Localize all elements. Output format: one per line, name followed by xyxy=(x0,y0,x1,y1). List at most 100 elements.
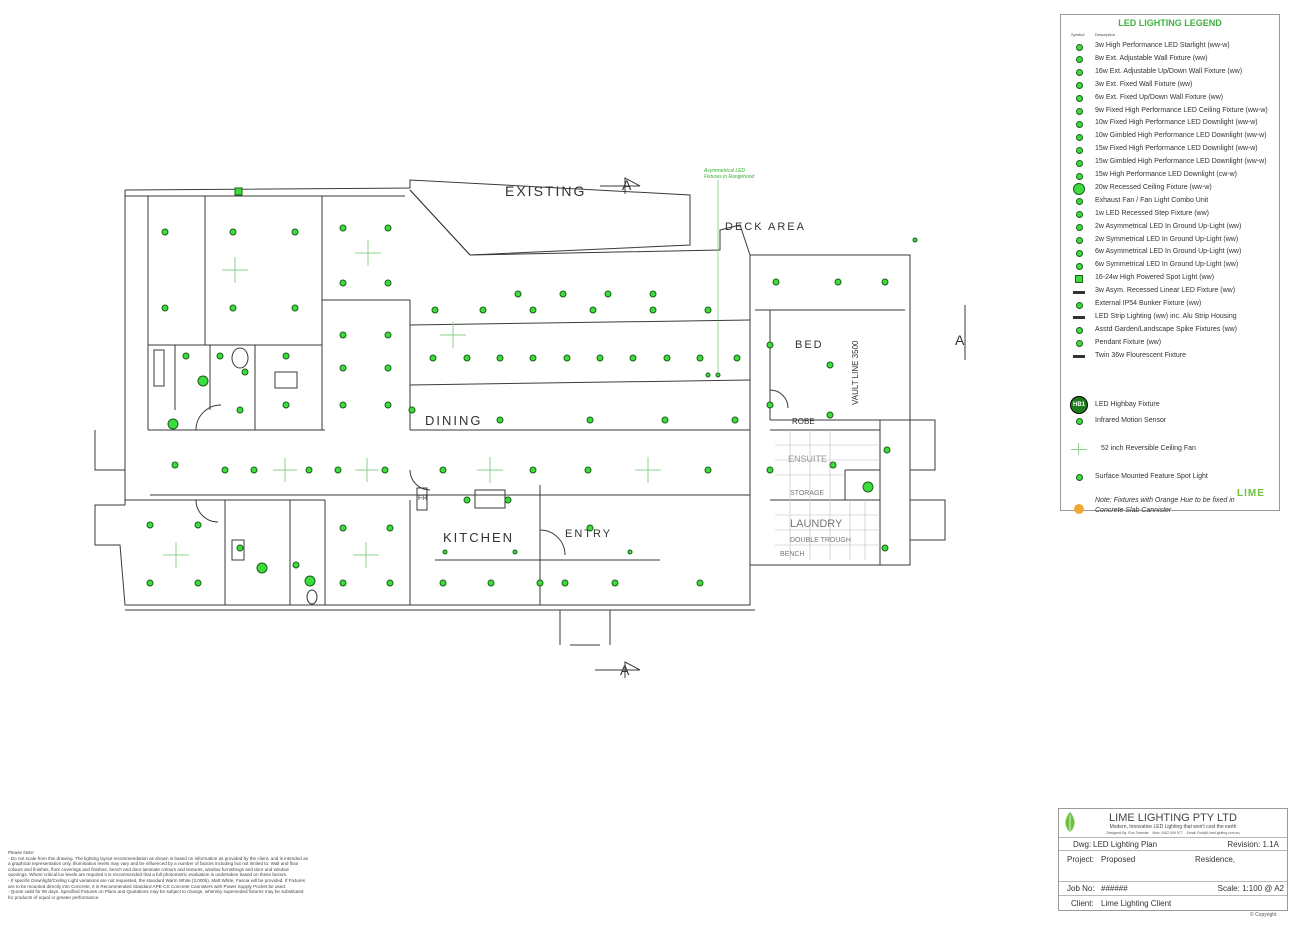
ceiling-fan-icon xyxy=(1071,443,1087,455)
company-tagline: Modern, Innovative LED Lighting that won… xyxy=(1109,824,1237,830)
scale: Scale: 1:100 @ A2 xyxy=(1217,884,1284,893)
legend-item-label: 16-24w High Powered Spot Light (ww) xyxy=(1095,274,1215,282)
designed-by: Designed By: Rob Tweedie xyxy=(1106,831,1149,835)
legend-extra-label: Surface Mounted Feature Spot Light xyxy=(1095,473,1208,480)
downlight-icon xyxy=(339,279,347,287)
legend-item: 16w Ext. Adjustable Up/Down Wall Fixture… xyxy=(1061,67,1281,79)
wall-fixture-icon xyxy=(1075,82,1083,90)
downlight-icon xyxy=(772,278,780,286)
lime-leaf-icon xyxy=(1065,812,1075,832)
fan-light-combo-icon xyxy=(862,481,874,493)
downlight-icon xyxy=(229,304,237,312)
label-deck-area: DECK AREA xyxy=(725,221,806,233)
legend-item: Asstd Garden/Landscape Spike Fixtures (w… xyxy=(1061,325,1281,337)
downlight-icon xyxy=(161,304,169,312)
downlight-icon xyxy=(291,304,299,312)
downlight-icon xyxy=(514,290,522,298)
ceiling-fan-icon xyxy=(355,240,381,266)
downlight-icon xyxy=(834,278,842,286)
downlight-icon xyxy=(339,524,347,532)
legend-item-label: 16w Ext. Adjustable Up/Down Wall Fixture… xyxy=(1095,67,1243,75)
downlight-icon xyxy=(881,278,889,286)
label-bed: BED xyxy=(795,339,824,351)
legend-extra-item: 52 inch Reversible Ceiling Fan xyxy=(1061,439,1281,459)
downlight-icon xyxy=(250,466,258,474)
asym-note-line1: Asymmetrical LED xyxy=(703,168,746,174)
downlight-icon xyxy=(282,401,290,409)
project-value: Proposed xyxy=(1101,855,1136,864)
downlight-icon xyxy=(826,411,834,419)
client-label: Client: xyxy=(1071,899,1094,908)
pendant-icon xyxy=(504,496,512,504)
downlight-icon xyxy=(384,331,392,339)
downlight-icon xyxy=(384,279,392,287)
mobile: Mob: 0402 099 577 xyxy=(1152,831,1183,835)
downlight-icon xyxy=(584,466,592,474)
legend-item: 3w Asym. Recessed Linear LED Fixture (ww… xyxy=(1061,286,1281,298)
fan-combo-icon xyxy=(1075,198,1083,206)
downlight-icon xyxy=(529,354,537,362)
legend-item: 20w Recessed Ceiling Fixture (ww-w) xyxy=(1061,182,1281,195)
downlight-icon xyxy=(705,372,711,378)
downlight-icon xyxy=(704,306,712,314)
downlight-icon xyxy=(439,579,447,587)
downlight-icon xyxy=(596,354,604,362)
legend-note-line2: Concrete Slab Cannister xyxy=(1095,507,1172,514)
fan-light-combo-icon xyxy=(197,375,209,387)
label-trough: DOUBLE TROUGH xyxy=(790,537,851,544)
legend-extra-label: 52 inch Reversible Ceiling Fan xyxy=(1101,445,1196,452)
spot-light-icon xyxy=(234,187,243,196)
legend-item-label: 3w High Performance LED Starlight (ww-w) xyxy=(1095,42,1230,49)
downlight-icon xyxy=(487,579,495,587)
legend-item-label: 15w Gimbled High Performance LED Downlig… xyxy=(1095,158,1267,166)
legend-item-label: 1w LED Recessed Step Fixture (ww) xyxy=(1095,209,1209,217)
dot-icon xyxy=(1075,43,1083,51)
label-entry: ENTRY xyxy=(565,528,612,540)
motion-sensor-icon xyxy=(1075,417,1083,425)
legend-item: 2w Symmetrical LED In Ground Up-Light (w… xyxy=(1061,235,1281,247)
dot-icon xyxy=(1075,120,1083,128)
downlight-icon xyxy=(334,466,342,474)
downlight-icon xyxy=(627,549,633,555)
highbay-icon: HB1 xyxy=(1070,396,1088,414)
legend-item: Twin 36w Flourescent Fixture xyxy=(1061,351,1281,363)
downlight-icon xyxy=(715,372,721,378)
legend-item-label: 6w Symmetrical LED In Ground Up-Light (w… xyxy=(1095,261,1239,269)
downlight-icon xyxy=(221,466,229,474)
downlight-icon xyxy=(829,461,837,469)
legend-item-label: 6w Asymmetrical LED In Ground Up-Light (… xyxy=(1095,248,1242,256)
ceiling-fan-icon xyxy=(163,542,189,568)
downlight-icon xyxy=(589,306,597,314)
project-row: Project: Proposed Residence, xyxy=(1059,850,1287,876)
legend-note-row: Note: Fixtures with Orange Hue to be fix… xyxy=(1061,497,1281,523)
downlight-icon xyxy=(696,579,704,587)
label-section-top: A xyxy=(622,177,633,193)
dot-icon xyxy=(1075,237,1083,244)
legend-item: 3w Ext. Fixed Wall Fixture (ww) xyxy=(1061,80,1281,92)
dot-icon xyxy=(1075,224,1083,232)
fan-light-combo-icon xyxy=(304,575,316,587)
label-section-right: A xyxy=(955,332,966,348)
job-value: ###### xyxy=(1101,884,1128,893)
dwg-row: Dwg: LED Lighting Plan Revision: 1.1A xyxy=(1059,837,1287,850)
ceiling-fan-icon xyxy=(273,458,297,482)
linear-icon xyxy=(1073,290,1085,294)
ceiling-fan-icon xyxy=(477,457,503,483)
label-dining: DINING xyxy=(425,413,483,428)
legend-extra-item: Infrared Motion Sensor xyxy=(1061,411,1281,431)
pendant-icon xyxy=(1075,340,1083,348)
legend-item: 10w Gimbled High Performance LED Downlig… xyxy=(1061,131,1281,143)
company-contact: Designed By: Rob Tweedie Mob: 0402 099 5… xyxy=(1059,831,1287,835)
notes-scale: - Do not scale from this drawing. The li… xyxy=(8,855,308,878)
downlight-icon xyxy=(386,524,394,532)
fluoro-icon xyxy=(1073,355,1085,359)
ceiling-fan-icon xyxy=(635,457,661,483)
wall-fixture-icon xyxy=(1075,69,1083,77)
downlight-icon xyxy=(442,549,448,555)
email: Email: Rob@LimeLighting.com.au xyxy=(1186,831,1240,835)
legend-item: 1w LED Recessed Step Fixture (ww) xyxy=(1061,209,1281,221)
legend-item-label: 3w Asym. Recessed Linear LED Fixture (ww… xyxy=(1095,287,1236,295)
label-laundry: LAUNDRY xyxy=(790,518,843,530)
label-fridge: FR xyxy=(418,495,427,502)
